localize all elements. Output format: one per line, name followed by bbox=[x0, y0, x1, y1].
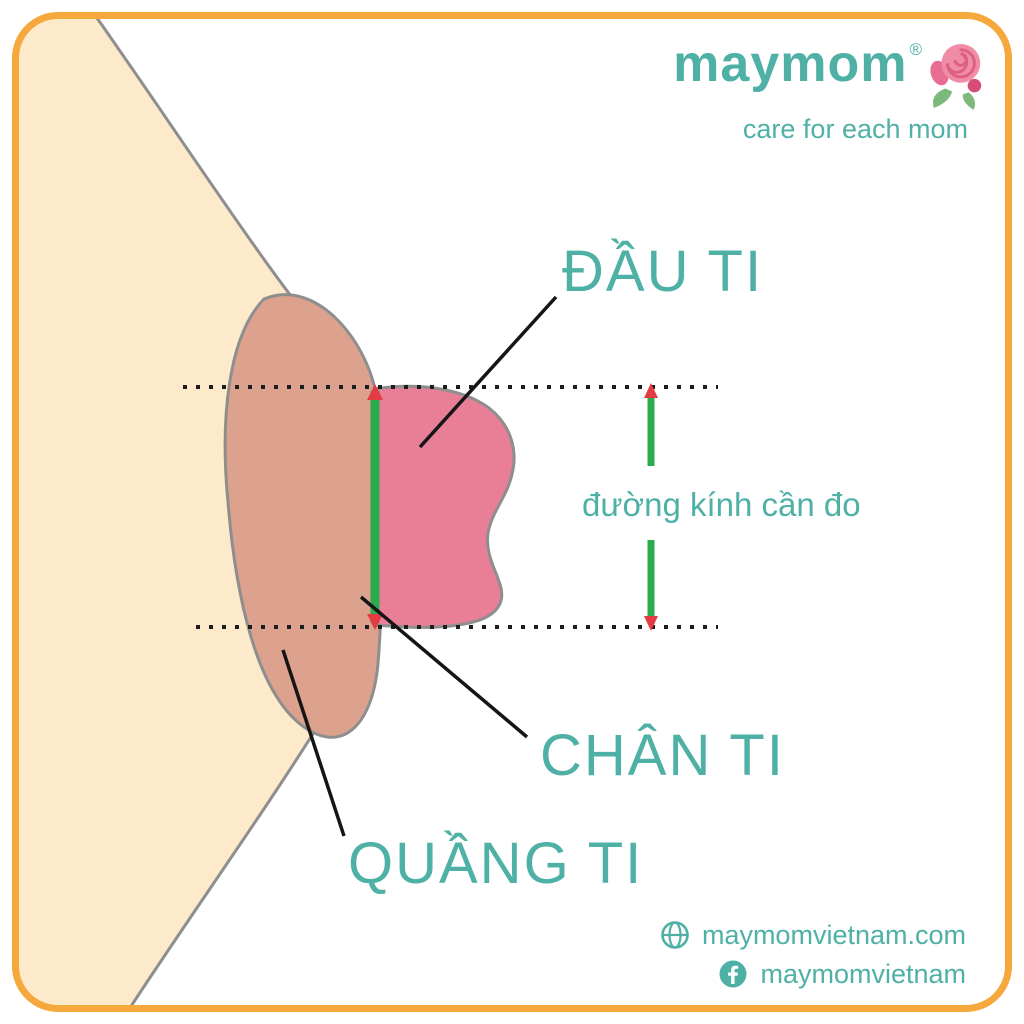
label-areola: QUẦNG TI bbox=[348, 831, 644, 896]
nipple-shape bbox=[372, 384, 516, 629]
breast-shape bbox=[15, 15, 376, 1009]
registered-mark: ® bbox=[909, 40, 922, 59]
pointer-areola bbox=[281, 649, 346, 837]
flower-icon bbox=[930, 43, 982, 110]
diameter-arrow-top bbox=[644, 383, 658, 398]
brand-name: maymom bbox=[673, 35, 908, 93]
label-diameter-to-measure: đường kính cần đo bbox=[582, 486, 861, 523]
label-nipple-tip: ĐẦU TI bbox=[562, 239, 764, 304]
footer-contacts: maymomvietnam.com maymomvietnam bbox=[659, 919, 966, 990]
brand-logo: maymom ® care for each mom bbox=[673, 38, 988, 145]
brand-logo-row: maymom ® bbox=[673, 38, 988, 110]
website-row: maymomvietnam.com bbox=[659, 919, 966, 951]
facebook-icon bbox=[719, 960, 747, 988]
globe-icon bbox=[661, 921, 689, 949]
label-nipple-base: CHÂN TI bbox=[540, 723, 785, 788]
diameter-arrow-bottom bbox=[644, 616, 658, 631]
nipple-measure-arrow-top bbox=[367, 384, 383, 400]
brand-tagline: care for each mom bbox=[742, 114, 968, 144]
nipple-measure-arrow-bottom bbox=[367, 614, 383, 630]
pointer-nipple-base bbox=[359, 595, 529, 739]
facebook-text: maymomvietnam bbox=[760, 958, 966, 989]
website-text: maymomvietnam.com bbox=[701, 919, 966, 950]
pointer-nipple-tip bbox=[418, 295, 558, 449]
facebook-row: maymomvietnam bbox=[717, 958, 966, 990]
